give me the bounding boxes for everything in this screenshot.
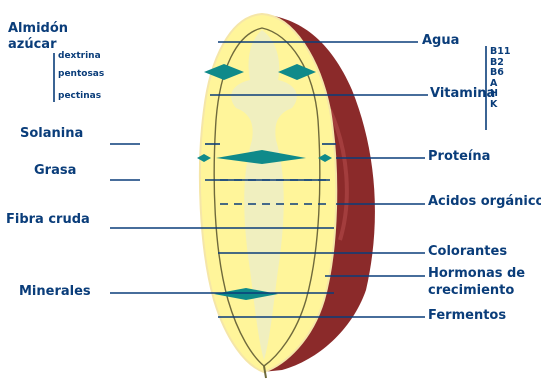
label-pectinas: pectinas — [58, 92, 101, 101]
label-pentosas: pentosas — [58, 70, 104, 79]
vitamin-list: B11 B2 B6 A H K — [490, 47, 510, 110]
label-solanina: Solanina — [20, 127, 83, 140]
label-minerales: Minerales — [19, 285, 91, 298]
label-colorantes: Colorantes — [428, 245, 507, 258]
label-azucar: azúcar — [8, 38, 56, 51]
label-dextrina: dextrina — [58, 52, 101, 61]
label-grasa: Grasa — [34, 164, 76, 177]
vitamin-item: K — [490, 100, 510, 111]
label-fibra-cruda: Fibra cruda — [6, 213, 90, 226]
vitamin-item: B6 — [490, 68, 510, 79]
label-vitamina: Vitamina — [430, 87, 495, 100]
label-almidon: Almidón — [8, 22, 68, 35]
label-hormonas-line2: crecimiento — [428, 284, 514, 297]
label-hormonas-line1: Hormonas de — [428, 267, 525, 280]
vitamin-item: H — [490, 89, 510, 100]
label-acidos-organicos: Acidos orgánicos — [428, 195, 541, 208]
vitamin-item: B11 — [490, 47, 510, 58]
label-fermentos: Fermentos — [428, 309, 506, 322]
label-proteina: Proteína — [428, 150, 490, 163]
label-agua: Agua — [422, 34, 459, 47]
